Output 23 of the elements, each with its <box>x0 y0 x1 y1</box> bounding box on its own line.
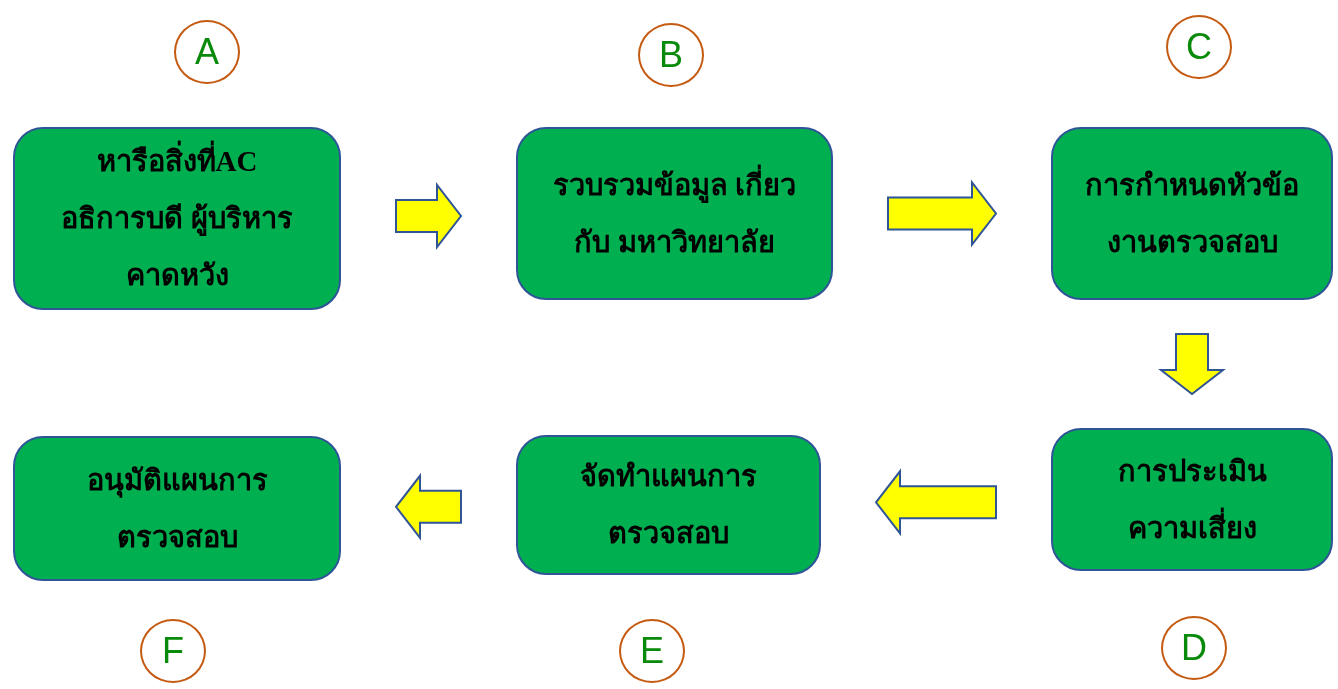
step-text: จัดทำแผนการ ตรวจสอบ <box>579 459 758 551</box>
step-letter: E <box>640 633 664 669</box>
process-box <box>1051 428 1333 571</box>
step-letter: B <box>659 37 683 73</box>
step-text: รวบรวมข้อมูล เกี่ยวกับ มหาวิทยาลัย <box>547 156 802 271</box>
process-box <box>1051 127 1333 300</box>
process-box <box>13 127 341 310</box>
block-arrow <box>1158 333 1226 396</box>
step-letter: C <box>1186 29 1212 65</box>
process-box <box>13 436 341 581</box>
block-arrow <box>887 179 998 248</box>
step-letter: A <box>195 34 219 70</box>
block-arrow <box>395 182 463 250</box>
step-text: การประเมิน ความเสี่ยง <box>1116 453 1268 546</box>
process-box <box>516 435 821 575</box>
step-letter: F <box>162 633 184 669</box>
process-box <box>516 127 833 300</box>
step-text: อนุมัติแผนการ ตรวจสอบ <box>85 462 269 555</box>
block-arrow <box>874 468 997 537</box>
step-text: หารือสิ่งที่AC อธิการบดี ผู้บริหาร คาดหวัง <box>41 133 313 304</box>
step-text: การกำหนดหัวข้อ งานตรวจสอบ <box>1084 167 1300 260</box>
block-arrow <box>394 472 462 541</box>
step-letter: D <box>1181 630 1207 666</box>
